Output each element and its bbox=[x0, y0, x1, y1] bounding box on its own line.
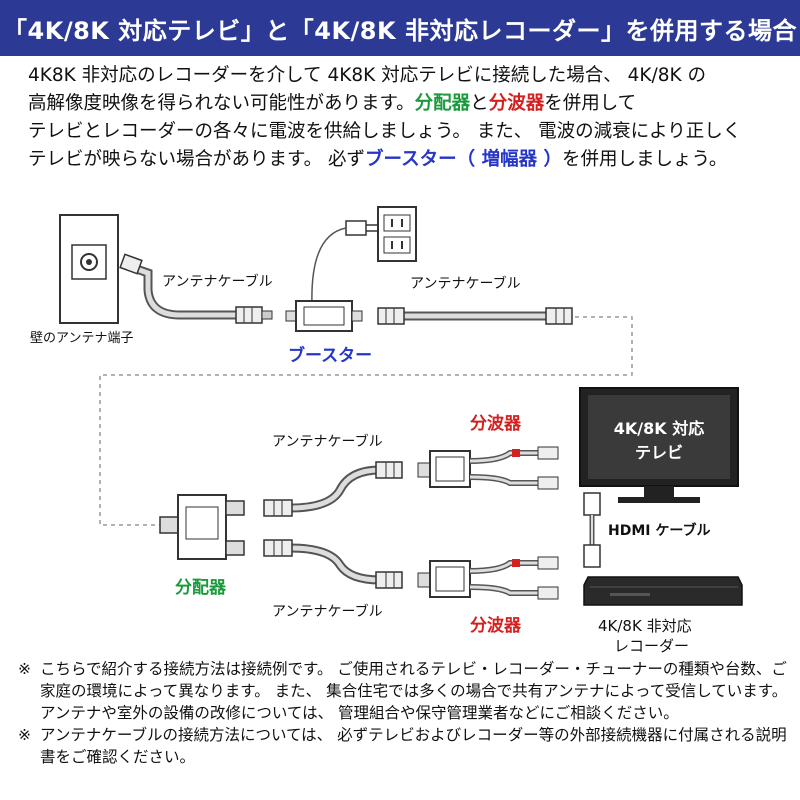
recorder-icon bbox=[583, 576, 743, 606]
cable-label-3: アンテナケーブル bbox=[272, 434, 383, 450]
splitter-label-top: 分波器 bbox=[470, 414, 521, 434]
note-mark-1: ※ bbox=[18, 660, 31, 678]
tv-screen-line-1: 4K/8K 対応 bbox=[613, 419, 705, 438]
diagram-graphics bbox=[59, 206, 743, 606]
connection-diagram: 壁のアンテナ端子 アンテナケーブル アンテナケーブル ブースター アンテナケーブ… bbox=[0, 195, 800, 655]
intro-line-3: テレビとレコーダーの各々に電波を供給しましょう。 また、 電波の減衰により正しく bbox=[28, 121, 742, 142]
booster-label: ブースター bbox=[288, 346, 373, 366]
cable-label-4: アンテナケーブル bbox=[272, 604, 383, 620]
antenna-cable-2-icon bbox=[377, 307, 573, 325]
hdmi-cable-icon bbox=[583, 492, 601, 568]
note-1: ※ こちらで紹介する接続方法は接続例です。 ご使用されるテレビ・レコーダー・チュ… bbox=[18, 658, 788, 724]
intro-line-4: テレビが映らない場合があります。 必ずブースター（ 増幅器 ）を併用しましょう。 bbox=[28, 146, 778, 174]
distributor-label: 分配器 bbox=[175, 578, 226, 598]
note-mark-2: ※ bbox=[18, 726, 31, 744]
booster-icon bbox=[285, 300, 363, 332]
wall-antenna-terminal-icon bbox=[59, 214, 119, 324]
notes: ※ こちらで紹介する接続方法は接続例です。 ご使用されるテレビ・レコーダー・チュ… bbox=[18, 658, 788, 768]
note-2-text: アンテナケーブルの接続方法については、 必ずテレビおよびレコーダー等の外部接続機… bbox=[40, 726, 787, 766]
cable-label-2: アンテナケーブル bbox=[410, 276, 521, 292]
hdmi-label: HDMI ケーブル bbox=[608, 523, 711, 539]
intro-line-2: 高解像度映像を得られない可能性があります。分配器と分波器を併用して bbox=[28, 90, 778, 118]
note-2: ※ アンテナケーブルの接続方法については、 必ずテレビおよびレコーダー等の外部接… bbox=[18, 724, 788, 768]
tv-4k8k-icon bbox=[579, 387, 739, 503]
tv-screen-line-2: テレビ bbox=[634, 443, 683, 462]
antenna-cable-4-icon bbox=[263, 539, 403, 589]
intro-splitter-highlight: 分波器 bbox=[488, 93, 545, 114]
splitter-bottom-icon bbox=[417, 556, 559, 600]
intro-line-4-a: テレビが映らない場合があります。 必ず bbox=[28, 149, 366, 170]
recorder-label-line-1: 4K/8K 非対応 bbox=[598, 617, 692, 635]
intro-distributor-highlight: 分配器 bbox=[414, 93, 471, 114]
note-1-text: こちらで紹介する接続方法は接続例です。 ご使用されるテレビ・レコーダー・チューナ… bbox=[40, 660, 788, 722]
power-outlet-icon bbox=[311, 206, 417, 306]
intro-text: 4K8K 非対応のレコーダーを介して 4K8K 対応テレビに接続した場合、 4K… bbox=[28, 62, 778, 174]
recorder-label-line-2: レコーダー bbox=[614, 637, 690, 655]
splitter-top-icon bbox=[417, 446, 559, 490]
intro-line-2-c: を併用して bbox=[544, 93, 637, 114]
intro-line-1: 4K8K 非対応のレコーダーを介して 4K8K 対応テレビに接続した場合、 4K… bbox=[28, 65, 706, 86]
splitter-label-bottom: 分波器 bbox=[470, 616, 521, 636]
cable-label-1: アンテナケーブル bbox=[162, 274, 273, 290]
intro-booster-highlight: ブースター（ 増幅器 ） bbox=[365, 149, 563, 170]
antenna-cable-1-icon bbox=[119, 253, 273, 324]
page-title: 「4K/8K 対応テレビ」と「4K/8K 非対応レコーダー」を併用する場合 bbox=[0, 0, 800, 56]
antenna-cable-3-icon bbox=[263, 461, 403, 517]
intro-line-4-b: を併用しましょう。 bbox=[562, 149, 728, 170]
distributor-icon bbox=[159, 494, 245, 560]
wall-terminal-label: 壁のアンテナ端子 bbox=[30, 331, 134, 346]
intro-line-2-a: 高解像度映像を得られない可能性があります。 bbox=[28, 93, 415, 114]
intro-line-2-b: と bbox=[470, 93, 489, 114]
